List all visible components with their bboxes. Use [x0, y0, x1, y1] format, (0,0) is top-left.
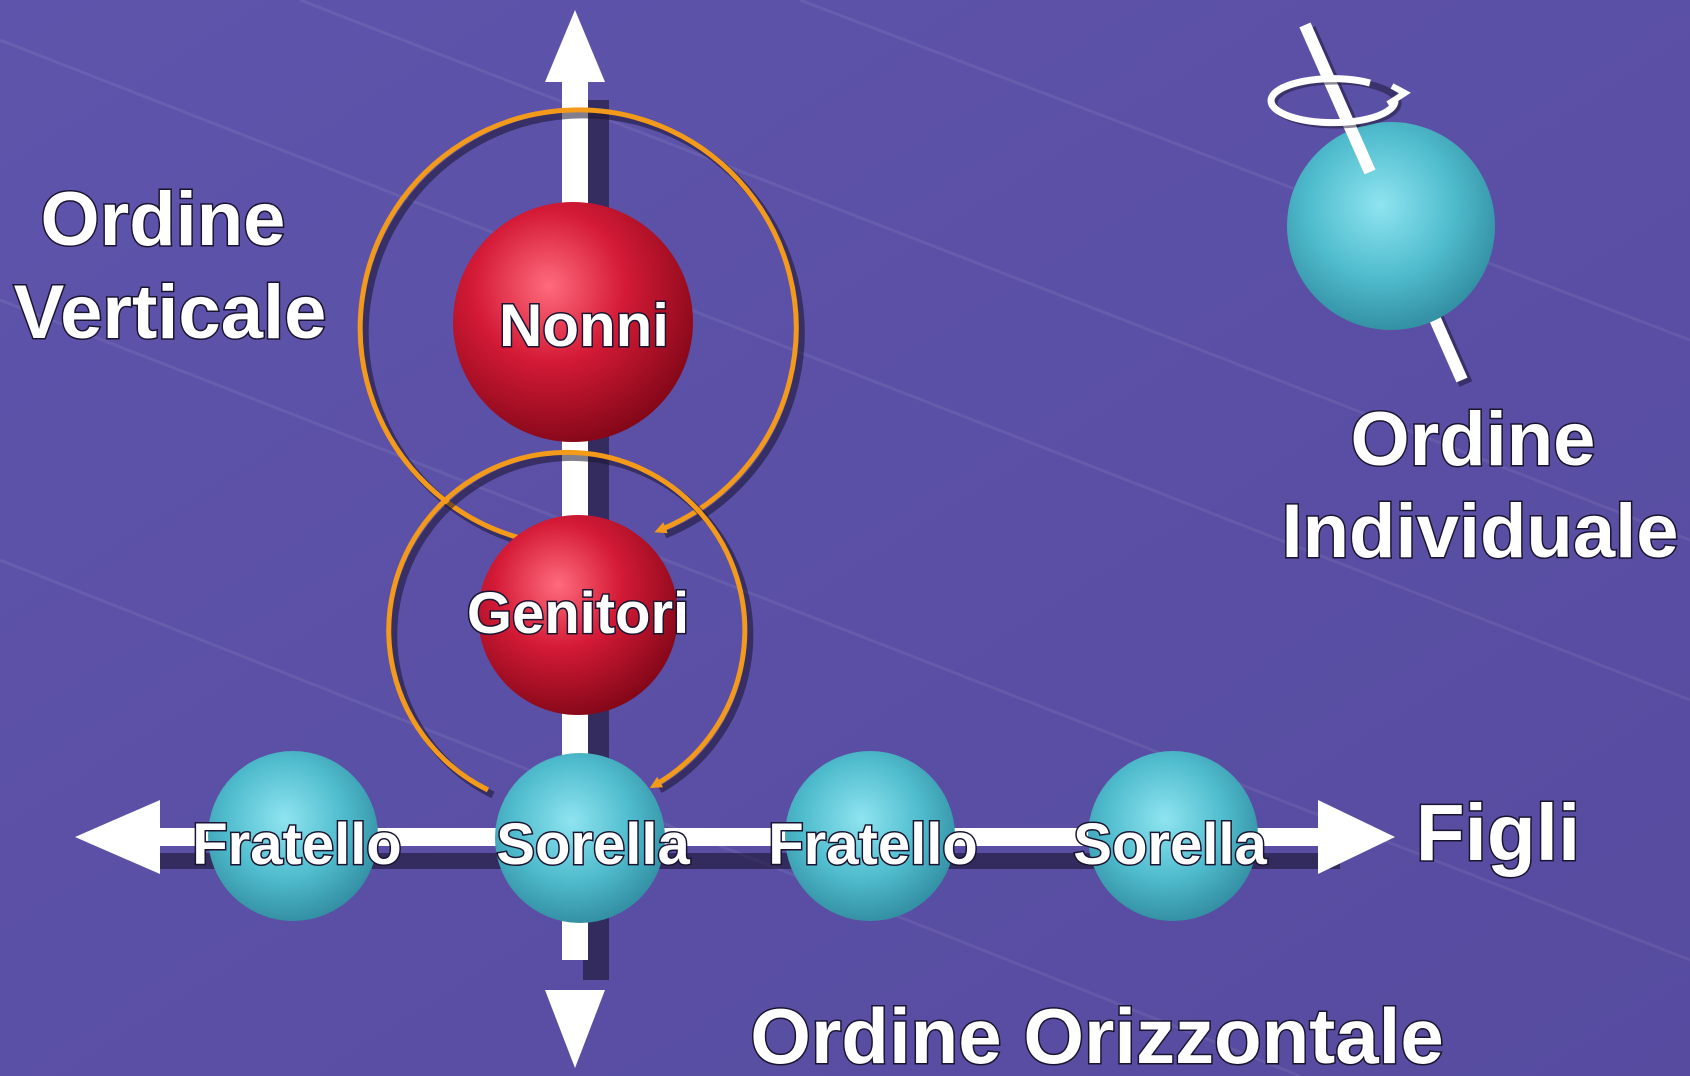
sibling-label-3: Fratello: [768, 812, 978, 877]
sibling-sphere-3: [785, 751, 955, 921]
parents-label: Genitori: [467, 581, 689, 646]
individual-order-label-line1: Ordine: [1351, 397, 1596, 482]
grandparents-sphere: [453, 202, 693, 442]
individual-sphere: [1287, 122, 1495, 330]
sibling-sphere-2: [495, 753, 665, 923]
sibling-label-2: Sorella: [496, 812, 690, 877]
sibling-label-4: Sorella: [1073, 812, 1267, 877]
sibling-sphere-4: [1088, 751, 1258, 921]
vertical-order-label-line1: Ordine: [41, 177, 286, 262]
orange-loop-parents: [386, 449, 754, 799]
horizontal-axis-arrow: [75, 800, 1395, 874]
parents-sphere: [478, 515, 678, 715]
sibling-label-1: Fratello: [192, 812, 402, 877]
individual-axis-top: [1299, 22, 1376, 175]
individual-order-label-line2: Individuale: [1282, 489, 1679, 574]
rotation-arrow-icon: [1267, 75, 1411, 129]
vertical-order-label-line2: Verticale: [14, 270, 327, 355]
horizontal-order-label: Ordine Orizzontale: [750, 992, 1443, 1076]
grandparents-label: Nonni: [499, 292, 669, 359]
sibling-sphere-1: [208, 751, 378, 921]
children-label: Figli: [1416, 788, 1580, 877]
orange-loop-grandparents: [357, 107, 805, 547]
